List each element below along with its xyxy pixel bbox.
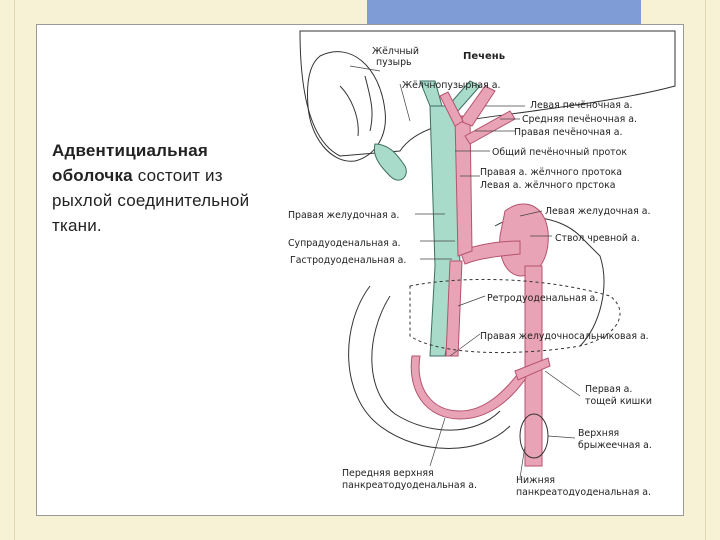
title-accent-tab xyxy=(367,0,641,24)
label-superior-mesenteric: Верхняя брыжеечная а. xyxy=(578,428,652,451)
duodenum-outline xyxy=(349,286,510,449)
label-ant-sup-pancreaticoduodenal: Передняя верхняя панкреатодуоденальная а… xyxy=(342,468,477,491)
guide-line-right xyxy=(705,0,706,540)
label-right-bile-duct-artery: Правая а. жёлчного протока xyxy=(480,167,622,178)
label-gallbladder: Жёлчный пузырь xyxy=(372,46,422,68)
body-text: Адвентициальная оболочка состоит из рыхл… xyxy=(52,138,277,238)
label-right-gastroepiploic: Правая желудочносальниковая а. xyxy=(480,331,649,342)
label-first-jejunal: Первая а. тощей кишки xyxy=(585,384,652,407)
gallbladder-shape xyxy=(308,52,386,162)
hepatic-artery-diagram: Жёлчный пузырь Печень Жёлчнопузырная а. … xyxy=(280,26,680,496)
label-gastroduodenal: Гастродуоденальная а. xyxy=(290,255,406,266)
label-common-hepatic-duct: Общий печёночный проток xyxy=(492,147,627,158)
pancreaticoduodenal-arcade xyxy=(411,356,526,419)
label-cystic-artery: Жёлчнопузырная а. xyxy=(402,80,501,91)
label-middle-hepatic: Средняя печёночная а. xyxy=(522,114,637,125)
label-liver: Печень xyxy=(463,51,505,62)
label-left-hepatic: Левая печёночная а. xyxy=(530,100,633,111)
label-celiac-trunk: Ствол чревной а. xyxy=(555,233,640,244)
label-right-gastric: Правая желудочная а. xyxy=(288,210,399,221)
label-inf-pancreaticoduodenal: Нижняя панкреатодуоденальная а. xyxy=(516,475,651,496)
label-left-bile-duct-artery: Левая а. жёлчного прстока xyxy=(480,180,616,191)
label-left-gastric: Левая желудочная а. xyxy=(545,206,650,217)
guide-line-left xyxy=(14,0,15,540)
label-supraduodenal: Супрадуоденальная а. xyxy=(288,238,401,249)
label-retroduodenal: Ретродуоденальная а. xyxy=(487,293,598,304)
label-right-hepatic: Правая печёночная а. xyxy=(514,127,622,138)
